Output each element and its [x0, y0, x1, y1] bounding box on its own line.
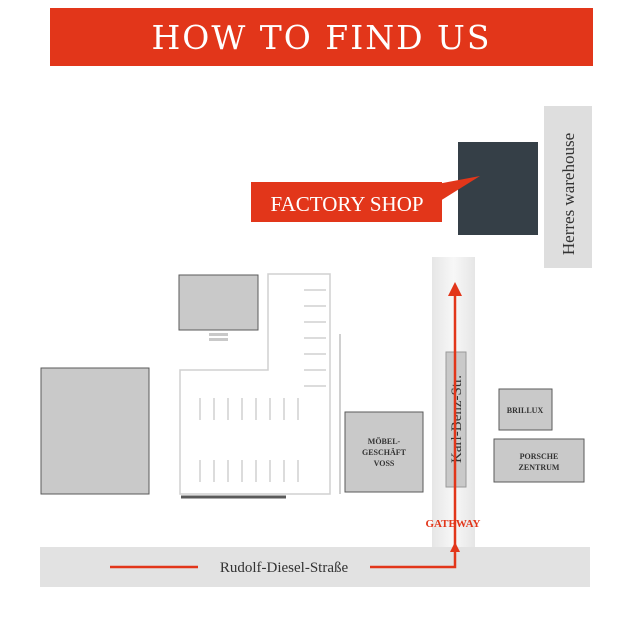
porsche-label-line1: PORSCHE — [520, 452, 559, 461]
factory-shop-label: FACTORY SHOP — [270, 192, 423, 216]
rudolf-diesel-strasse-label: Rudolf-Diesel-Straße — [220, 560, 349, 576]
porsche-zentrum-building — [493, 438, 585, 483]
parking-stalls-right — [304, 289, 326, 387]
parking-lot — [179, 273, 331, 495]
gateway-label: GATEWAY — [425, 518, 480, 530]
herres-warehouse-label: Herres warehouse — [559, 133, 578, 255]
building-left — [40, 367, 150, 495]
brillux-building — [498, 388, 553, 431]
building-top-small — [178, 274, 259, 331]
porsche-label-line2: ZENTRUM — [519, 463, 560, 472]
factory-shop-building — [458, 142, 538, 235]
moebel-label-line2: GESCHÄFT — [362, 448, 407, 457]
page-title: HOW TO FIND US — [50, 8, 593, 66]
parking-stalls-bottom — [199, 398, 299, 482]
gateway-arrowhead — [450, 542, 460, 552]
factory-shop-pointer — [432, 176, 480, 206]
building-top-small-tab-2 — [209, 338, 228, 341]
route-arrowhead — [448, 282, 462, 296]
herres-warehouse-building — [544, 106, 592, 268]
factory-shop-callout — [251, 182, 442, 222]
building-top-small-tab — [209, 333, 228, 336]
karl-benz-str-label: Karl-Benz-Str. — [449, 375, 465, 463]
moebel-geschaeft-voss-building — [344, 411, 424, 493]
brillux-label: BRILLUX — [507, 406, 544, 415]
route-arrow — [110, 282, 462, 569]
moebel-label-line1: MÖBEL- — [368, 437, 401, 446]
moebel-label-line3: VOSS — [374, 459, 395, 468]
